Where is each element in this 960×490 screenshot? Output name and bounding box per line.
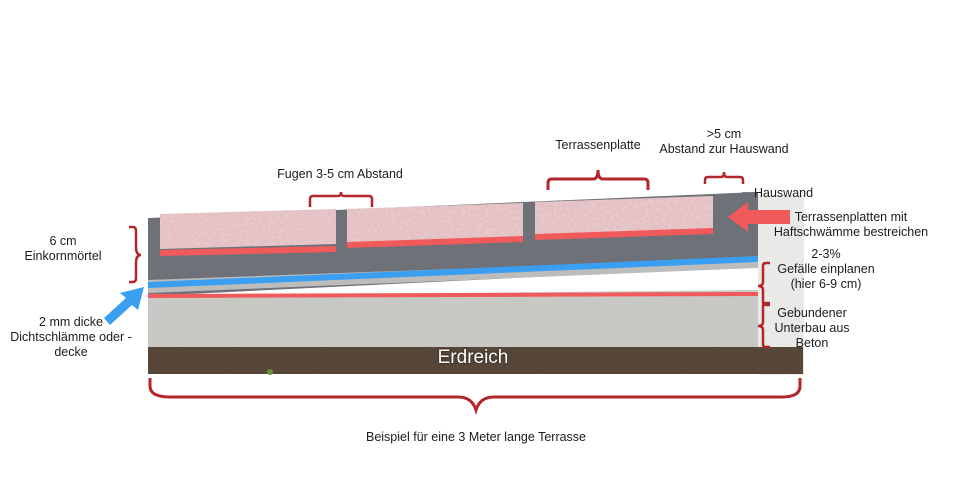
label-haft-line1: Terrassenplatten mit	[794, 210, 908, 224]
waterproof-membrane-line	[147, 256, 759, 288]
bracket-abstand	[703, 171, 745, 184]
concrete-texture	[148, 290, 758, 347]
label-gefaelle-line3: (hier 6-9 cm)	[790, 277, 862, 291]
label-abstand-line1: >5 cm	[706, 127, 742, 141]
paver-1-texture	[160, 209, 336, 249]
soil-texture	[148, 347, 803, 374]
label-gefaelle: 2-3% Gefälle einplanen (hier 6-9 cm)	[777, 247, 874, 292]
adhesive-line-2	[346, 236, 524, 248]
label-abstand-line2: Abstand zur Hauswand	[659, 142, 789, 156]
bracket-einkornmoertel	[129, 225, 142, 284]
label-terrassenplatte: Terrassenplatte	[555, 138, 641, 152]
label-dicht-line2: Dichtschlämme oder -	[10, 330, 132, 344]
label-hauswand: Hauswand	[754, 186, 814, 200]
bracket-terrassenplatte	[546, 169, 650, 190]
house-wall	[758, 195, 804, 375]
label-gefaelle-line1: 2-3%	[811, 247, 841, 261]
label-unterbau: Gebundener Unterbau aus Beton	[774, 306, 849, 351]
bracket-fugen	[308, 191, 374, 207]
label-abstand: >5 cm Abstand zur Hauswand	[659, 127, 788, 157]
bracket-terrassenlaenge	[148, 378, 802, 416]
soil-leaf	[267, 369, 273, 375]
label-beispiel: Beispiel für eine 3 Meter lange Terrasse	[365, 430, 587, 444]
label-unterbau-line1: Gebundener	[777, 306, 847, 320]
label-unterbau-line2: Unterbau aus	[774, 321, 850, 335]
label-dichtschlaemme: 2 mm dicke Dichtschlämme oder - decke	[10, 315, 132, 360]
adhesive-line-1	[159, 246, 337, 256]
subbase-top-line	[147, 292, 759, 298]
label-gefaelle-line2: Gefälle einplanen	[777, 262, 875, 276]
bracket-unterbau	[757, 301, 770, 349]
label-dicht-line3: decke	[54, 345, 88, 359]
arrow-left-red-icon	[728, 202, 790, 232]
paver-3-texture	[535, 196, 713, 235]
label-fugen: Fugen 3-5 cm Abstand	[277, 167, 403, 181]
paver-2-texture	[347, 203, 523, 243]
label-dicht-line1: 2 mm dicke	[39, 315, 103, 329]
label-erdreich: Erdreich	[437, 347, 509, 368]
arrow-right-blue-icon	[104, 287, 144, 325]
label-einkorn-line1: 6 cm	[49, 234, 77, 248]
adhesive-line-3	[534, 228, 714, 240]
label-einkorn-line2: Einkornmörtel	[24, 249, 102, 263]
label-haft-line2: Haftschwämme bestreichen	[773, 225, 929, 239]
label-unterbau-line3: Beton	[795, 336, 829, 350]
label-haftschlaemme: Terrassenplatten mit Haftschwämme bestre…	[774, 210, 928, 240]
label-einkornmoertel: 6 cm Einkornmörtel	[24, 234, 101, 264]
